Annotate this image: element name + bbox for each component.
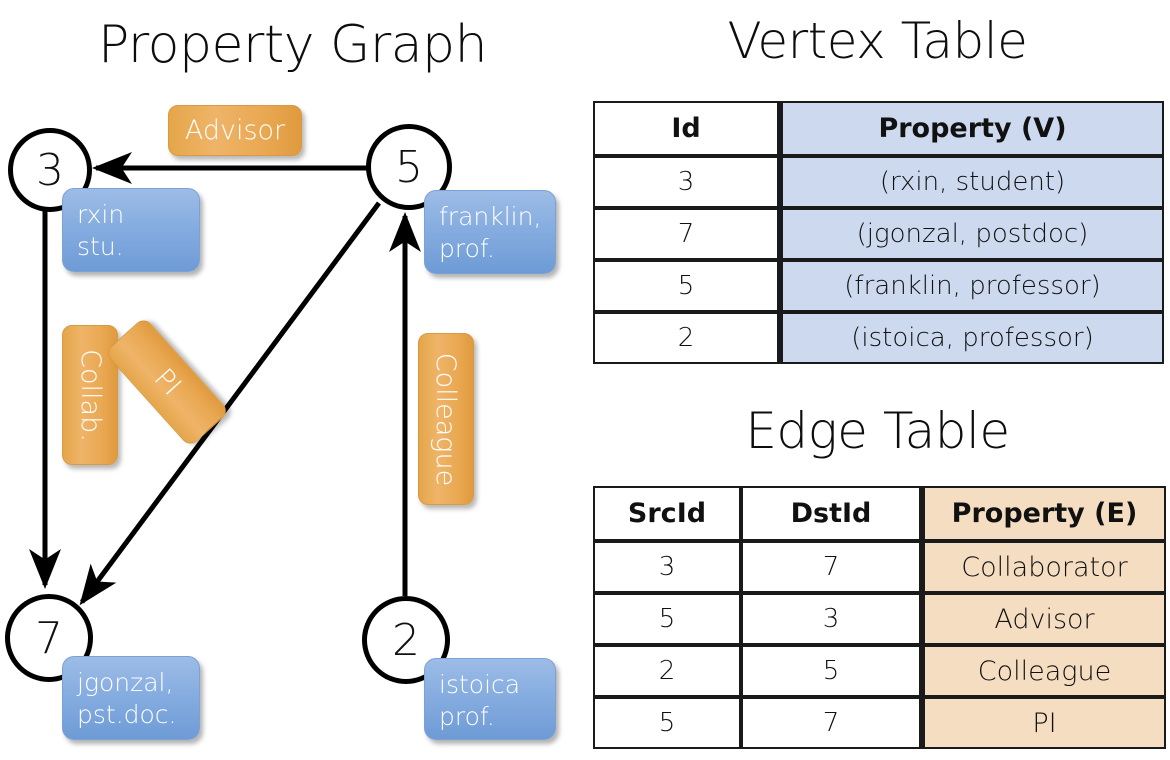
edge-cell-srcid: 3 — [593, 541, 741, 593]
property-graph-edges — [29, 152, 421, 606]
page-title-edge-table: Edge Table — [745, 402, 1010, 460]
vertex-cell-property: (franklin, professor) — [779, 260, 1164, 312]
edge-table-header-property: Property (E) — [921, 486, 1166, 541]
vertex-property-box-jgonzal: jgonzal, pst.doc. — [62, 656, 200, 740]
vertex-property-box-rxin: rxin stu. — [62, 188, 200, 272]
table-row: 7 (jgonzal, postdoc) — [593, 208, 1164, 260]
table-row: 5 3 Advisor — [593, 593, 1166, 645]
edge-label-colleague: Colleague — [418, 333, 474, 505]
table-row: 2 5 Colleague — [593, 645, 1166, 697]
edge-cell-property: Colleague — [921, 645, 1166, 697]
edge-cell-dstid: 5 — [741, 645, 921, 697]
vertex-cell-property: (jgonzal, postdoc) — [779, 208, 1164, 260]
table-row: 3 7 Collaborator — [593, 541, 1166, 593]
edge-table-header-row: SrcId DstId Property (E) — [593, 486, 1166, 541]
edge-cell-property: PI — [921, 697, 1166, 749]
table-row: 2 (istoica, professor) — [593, 312, 1164, 364]
vertex-property-box-franklin: franklin, prof. — [424, 190, 556, 274]
edge-table-header-dstid: DstId — [741, 486, 921, 541]
edge-cell-property: Advisor — [921, 593, 1166, 645]
graph-node-5[interactable]: 5 — [366, 124, 452, 210]
vertex-cell-property: (istoica, professor) — [779, 312, 1164, 364]
graph-node-2[interactable]: 2 — [362, 596, 450, 684]
edge-cell-srcid: 5 — [593, 697, 741, 749]
vertex-table-header-id: Id — [593, 101, 779, 156]
page-title-property-graph: Property Graph — [97, 15, 488, 75]
vertex-table: Id Property (V) 3 (rxin, student) 7 (jgo… — [593, 101, 1164, 364]
vertex-cell-id: 2 — [593, 312, 779, 364]
vertex-cell-id: 3 — [593, 156, 779, 208]
edge-label-collab-text: Collab. — [74, 348, 106, 442]
table-row: 5 7 PI — [593, 697, 1166, 749]
page-title-vertex-table: Vertex Table — [727, 12, 1028, 70]
edge-cell-property: Collaborator — [921, 541, 1166, 593]
edge-cell-dstid: 3 — [741, 593, 921, 645]
edge-label-colleague-text: Colleague — [430, 352, 462, 486]
edge-cell-srcid: 5 — [593, 593, 741, 645]
vertex-cell-property: (rxin, student) — [779, 156, 1164, 208]
table-row: 5 (franklin, professor) — [593, 260, 1164, 312]
vertex-cell-id: 7 — [593, 208, 779, 260]
vertex-cell-id: 5 — [593, 260, 779, 312]
edge-5-to-7 — [79, 201, 382, 606]
edge-cell-dstid: 7 — [741, 541, 921, 593]
edge-table-header-srcid: SrcId — [593, 486, 741, 541]
edge-label-pi-text: PI — [147, 362, 187, 402]
edge-table: SrcId DstId Property (E) 3 7 Collaborato… — [593, 486, 1166, 749]
vertex-property-box-istoica: istoica prof. — [424, 658, 556, 740]
edge-cell-srcid: 2 — [593, 645, 741, 697]
edge-label-advisor: Advisor — [168, 105, 302, 156]
edge-cell-dstid: 7 — [741, 697, 921, 749]
vertex-table-header-row: Id Property (V) — [593, 101, 1164, 156]
table-row: 3 (rxin, student) — [593, 156, 1164, 208]
vertex-table-header-property: Property (V) — [779, 101, 1164, 156]
